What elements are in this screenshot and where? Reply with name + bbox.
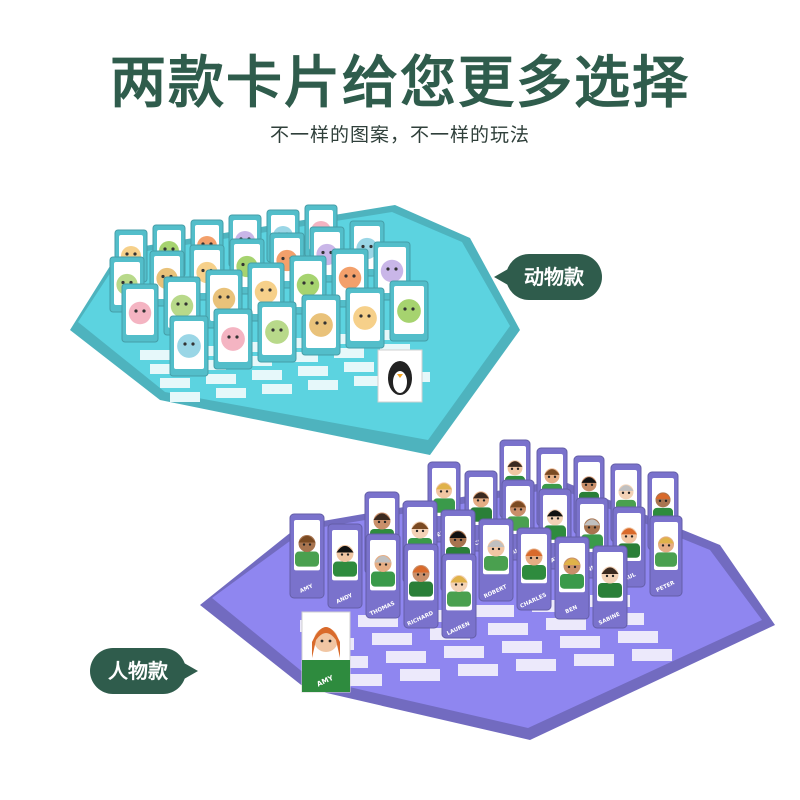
person-card[interactable]: CHARLES (516, 527, 552, 611)
tray-slot (546, 618, 586, 630)
person-card[interactable]: SABINE (592, 545, 628, 629)
person-card[interactable]: RICHARD (403, 543, 439, 629)
person-card[interactable]: ROBERT (478, 518, 514, 602)
person-name: AMY (299, 583, 315, 595)
tray-slot (196, 360, 226, 370)
tray-slot (140, 350, 170, 360)
tray-slot (252, 370, 282, 380)
person-front-card[interactable]: AMY (301, 611, 351, 693)
animal-front-card[interactable] (377, 349, 423, 403)
animal-picture (397, 299, 421, 323)
animal-board (70, 204, 520, 455)
animal-picture (309, 313, 333, 337)
animal-card[interactable] (257, 301, 297, 363)
tray-slot (372, 633, 412, 645)
animal-version-label: 动物款 (494, 254, 602, 300)
animal-card[interactable] (121, 283, 159, 343)
tray-slot (354, 376, 384, 386)
tray-slot (574, 654, 614, 666)
people-version-label: 人物款 (90, 648, 198, 694)
animal-card[interactable] (301, 294, 341, 356)
animal-picture (265, 320, 289, 344)
animal-picture (380, 259, 404, 283)
tray-slot (618, 631, 658, 643)
animal-picture (296, 273, 320, 297)
animal-picture (177, 334, 201, 358)
animal-picture (212, 287, 236, 311)
page-subtitle: 不一样的图案，不一样的玩法 (269, 124, 530, 146)
tray-slot (150, 364, 180, 374)
tray-slot (502, 641, 542, 653)
person-card[interactable]: ANDY (327, 523, 363, 609)
person-card[interactable]: LAUREN (441, 553, 477, 639)
tray-slot (298, 366, 328, 376)
animal-picture (170, 294, 194, 318)
animal-card[interactable] (169, 315, 209, 377)
person-card[interactable]: THOMAS (365, 533, 401, 619)
tray-slot (342, 674, 382, 686)
tray-slot (242, 356, 272, 366)
animal-card[interactable] (345, 287, 385, 349)
animal-picture (128, 301, 152, 325)
tray-slot (458, 664, 498, 676)
person-card[interactable]: PETER (649, 515, 683, 597)
tray-slot (160, 378, 190, 388)
animal-picture (221, 327, 245, 351)
tray-slot (334, 348, 364, 358)
tray-slot (216, 388, 246, 398)
tray-slot (380, 344, 410, 354)
tray-slot (262, 384, 292, 394)
tray-slot (344, 362, 374, 372)
person-name: BEN (565, 605, 579, 616)
tray-slot (488, 623, 528, 635)
tray-slot (170, 392, 200, 402)
person-card[interactable]: BEN (554, 536, 590, 620)
animal-picture (338, 266, 362, 290)
tray-slot (632, 649, 672, 661)
page-title: 两款卡片给您更多选择 (110, 51, 690, 116)
person-card[interactable]: AMY (289, 513, 325, 599)
tray-slot (516, 659, 556, 671)
animal-card[interactable] (389, 280, 429, 342)
animal-picture (353, 306, 377, 330)
tray-slot (370, 330, 400, 340)
animal-card[interactable] (213, 308, 253, 370)
tray-slot (288, 352, 318, 362)
tray-slot (444, 646, 484, 658)
tray-slot (400, 669, 440, 681)
tray-slot (560, 636, 600, 648)
tray-slot (308, 380, 338, 390)
tray-slot (386, 651, 426, 663)
tray-slot (474, 605, 514, 617)
people-board: GRAHAMHARRYDAVIDDANIELANNEJERRYMICHAELLU… (200, 439, 775, 740)
tray-slot (206, 374, 236, 384)
animal-picture (254, 280, 278, 304)
